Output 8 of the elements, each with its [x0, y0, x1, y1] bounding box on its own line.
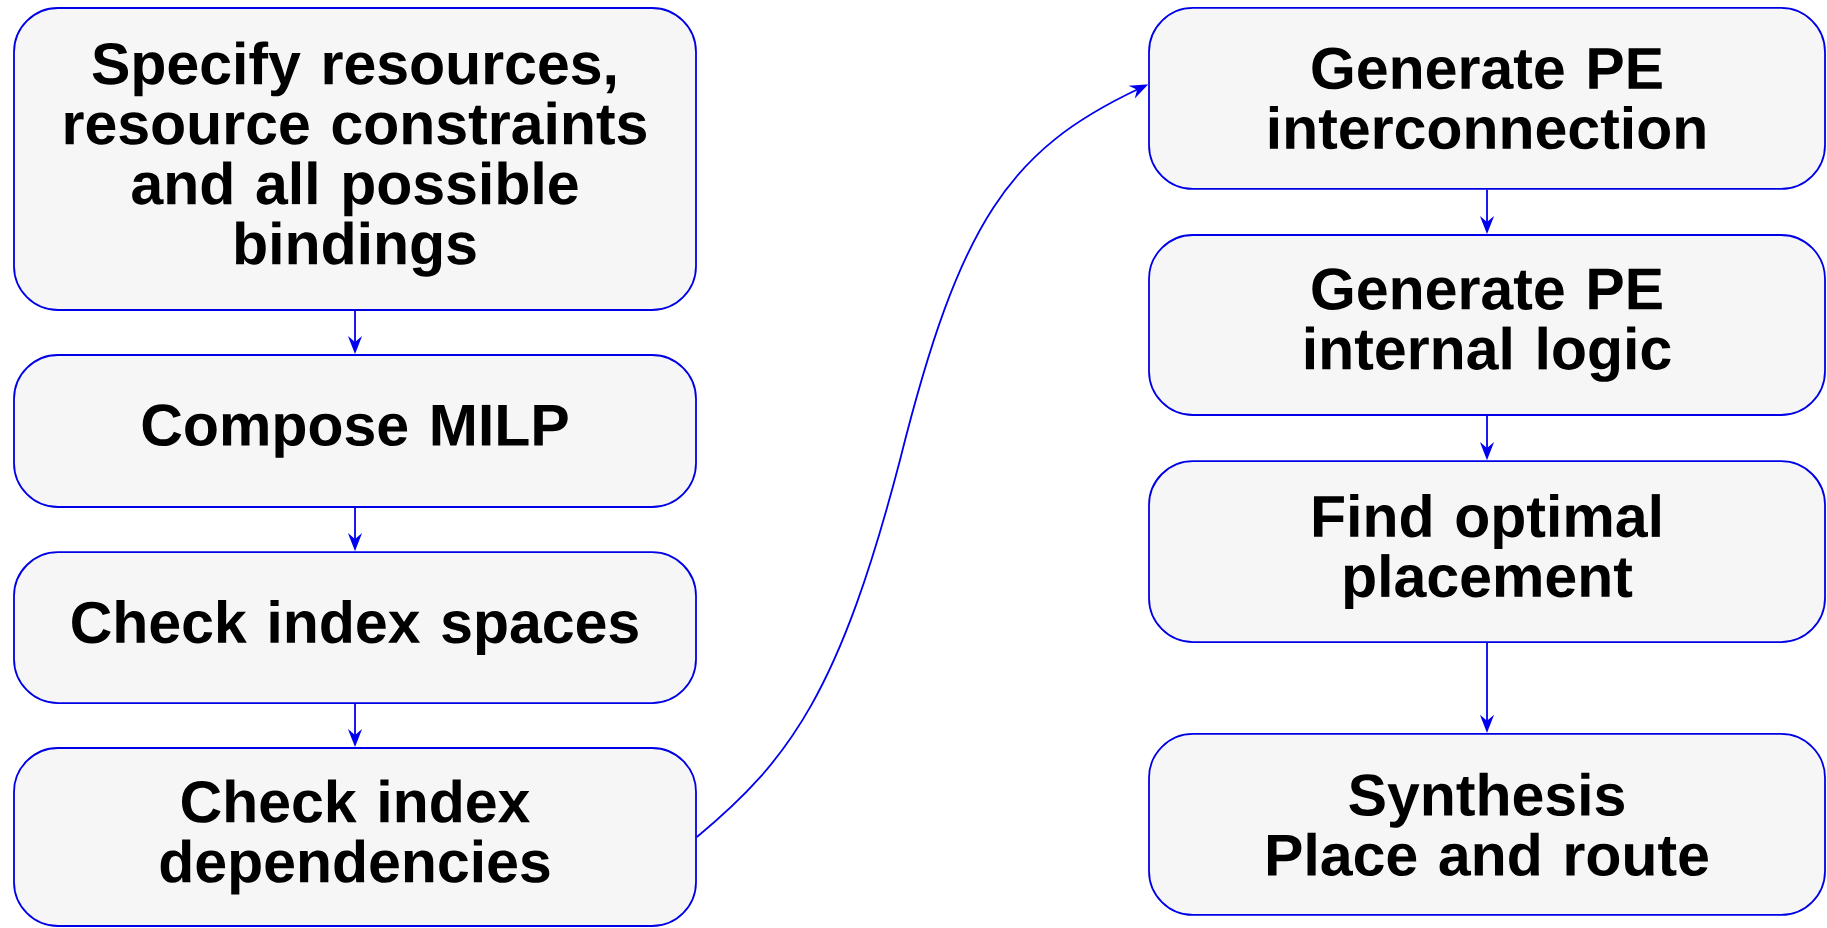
process-box: Specify resources, resource constraints and all possible bindings: [13, 7, 697, 311]
process-box: Compose MILP: [13, 354, 697, 508]
process-box: Find optimal placement: [1148, 460, 1826, 643]
process-box: Generate PE internal logic: [1148, 234, 1826, 416]
process-box: Check index spaces: [13, 551, 697, 704]
process-box: Generate PE interconnection: [1148, 7, 1826, 190]
process-box: Check index dependencies: [13, 747, 697, 927]
process-box: Synthesis Place and route: [1148, 733, 1826, 916]
